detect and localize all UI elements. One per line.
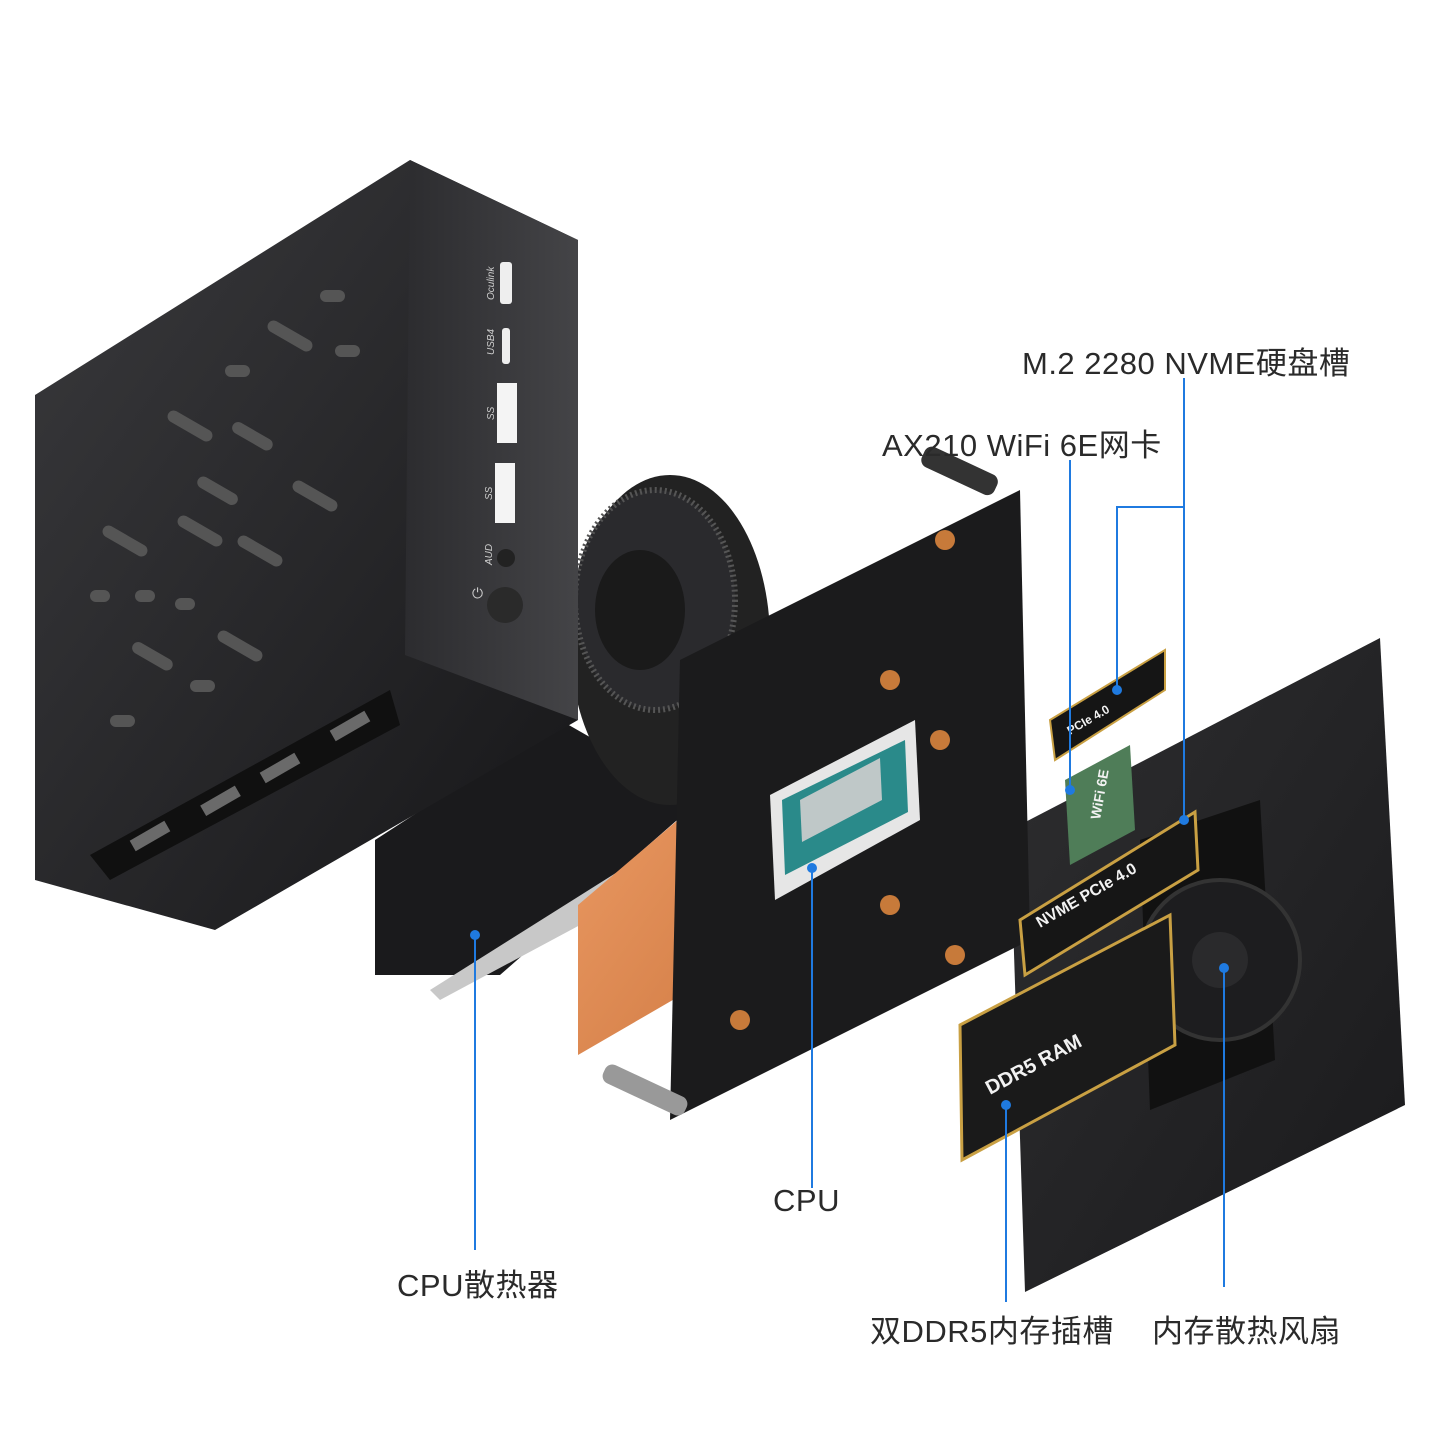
ssd-module-small: PCIe 4.0 xyxy=(1048,648,1166,762)
port-label-usb4: USB4 xyxy=(486,328,497,355)
mini-pc-case: Oculink USB4 SS SS AUD ⏻ xyxy=(35,160,578,930)
usb3-port xyxy=(495,463,515,523)
port-label-ss: SS xyxy=(486,406,497,420)
cpu-cooler xyxy=(375,475,770,1000)
power-button xyxy=(487,587,523,623)
label-ram-fan: 内存散热风扇 xyxy=(1152,1314,1341,1349)
label-wifi-card: AX210 WiFi 6E网卡 xyxy=(882,428,1162,463)
label-ram-slot: 双DDR5内存插槽 xyxy=(870,1314,1114,1349)
power-icon: ⏻ xyxy=(472,585,483,601)
port-label-aud: AUD xyxy=(484,544,495,566)
label-cpu-cooler: CPU散热器 xyxy=(397,1268,559,1303)
wifi-card: WiFi 6E xyxy=(1065,745,1135,865)
label-nvme-slot: M.2 2280 NVME硬盘槽 xyxy=(1022,346,1351,381)
marker-dots xyxy=(470,685,1229,1110)
leader-lines xyxy=(474,378,1225,1302)
motherboard xyxy=(602,446,1030,1120)
port-label-ss: SS xyxy=(484,486,495,500)
label-cpu: CPU xyxy=(773,1183,840,1218)
oculink-port xyxy=(500,262,512,304)
ram-module: DDR5 RAM xyxy=(958,912,1177,1163)
usb3-port xyxy=(497,383,517,443)
audio-jack xyxy=(497,549,515,567)
port-label-oculink: Oculink xyxy=(486,266,497,300)
usb4-port xyxy=(502,328,510,364)
